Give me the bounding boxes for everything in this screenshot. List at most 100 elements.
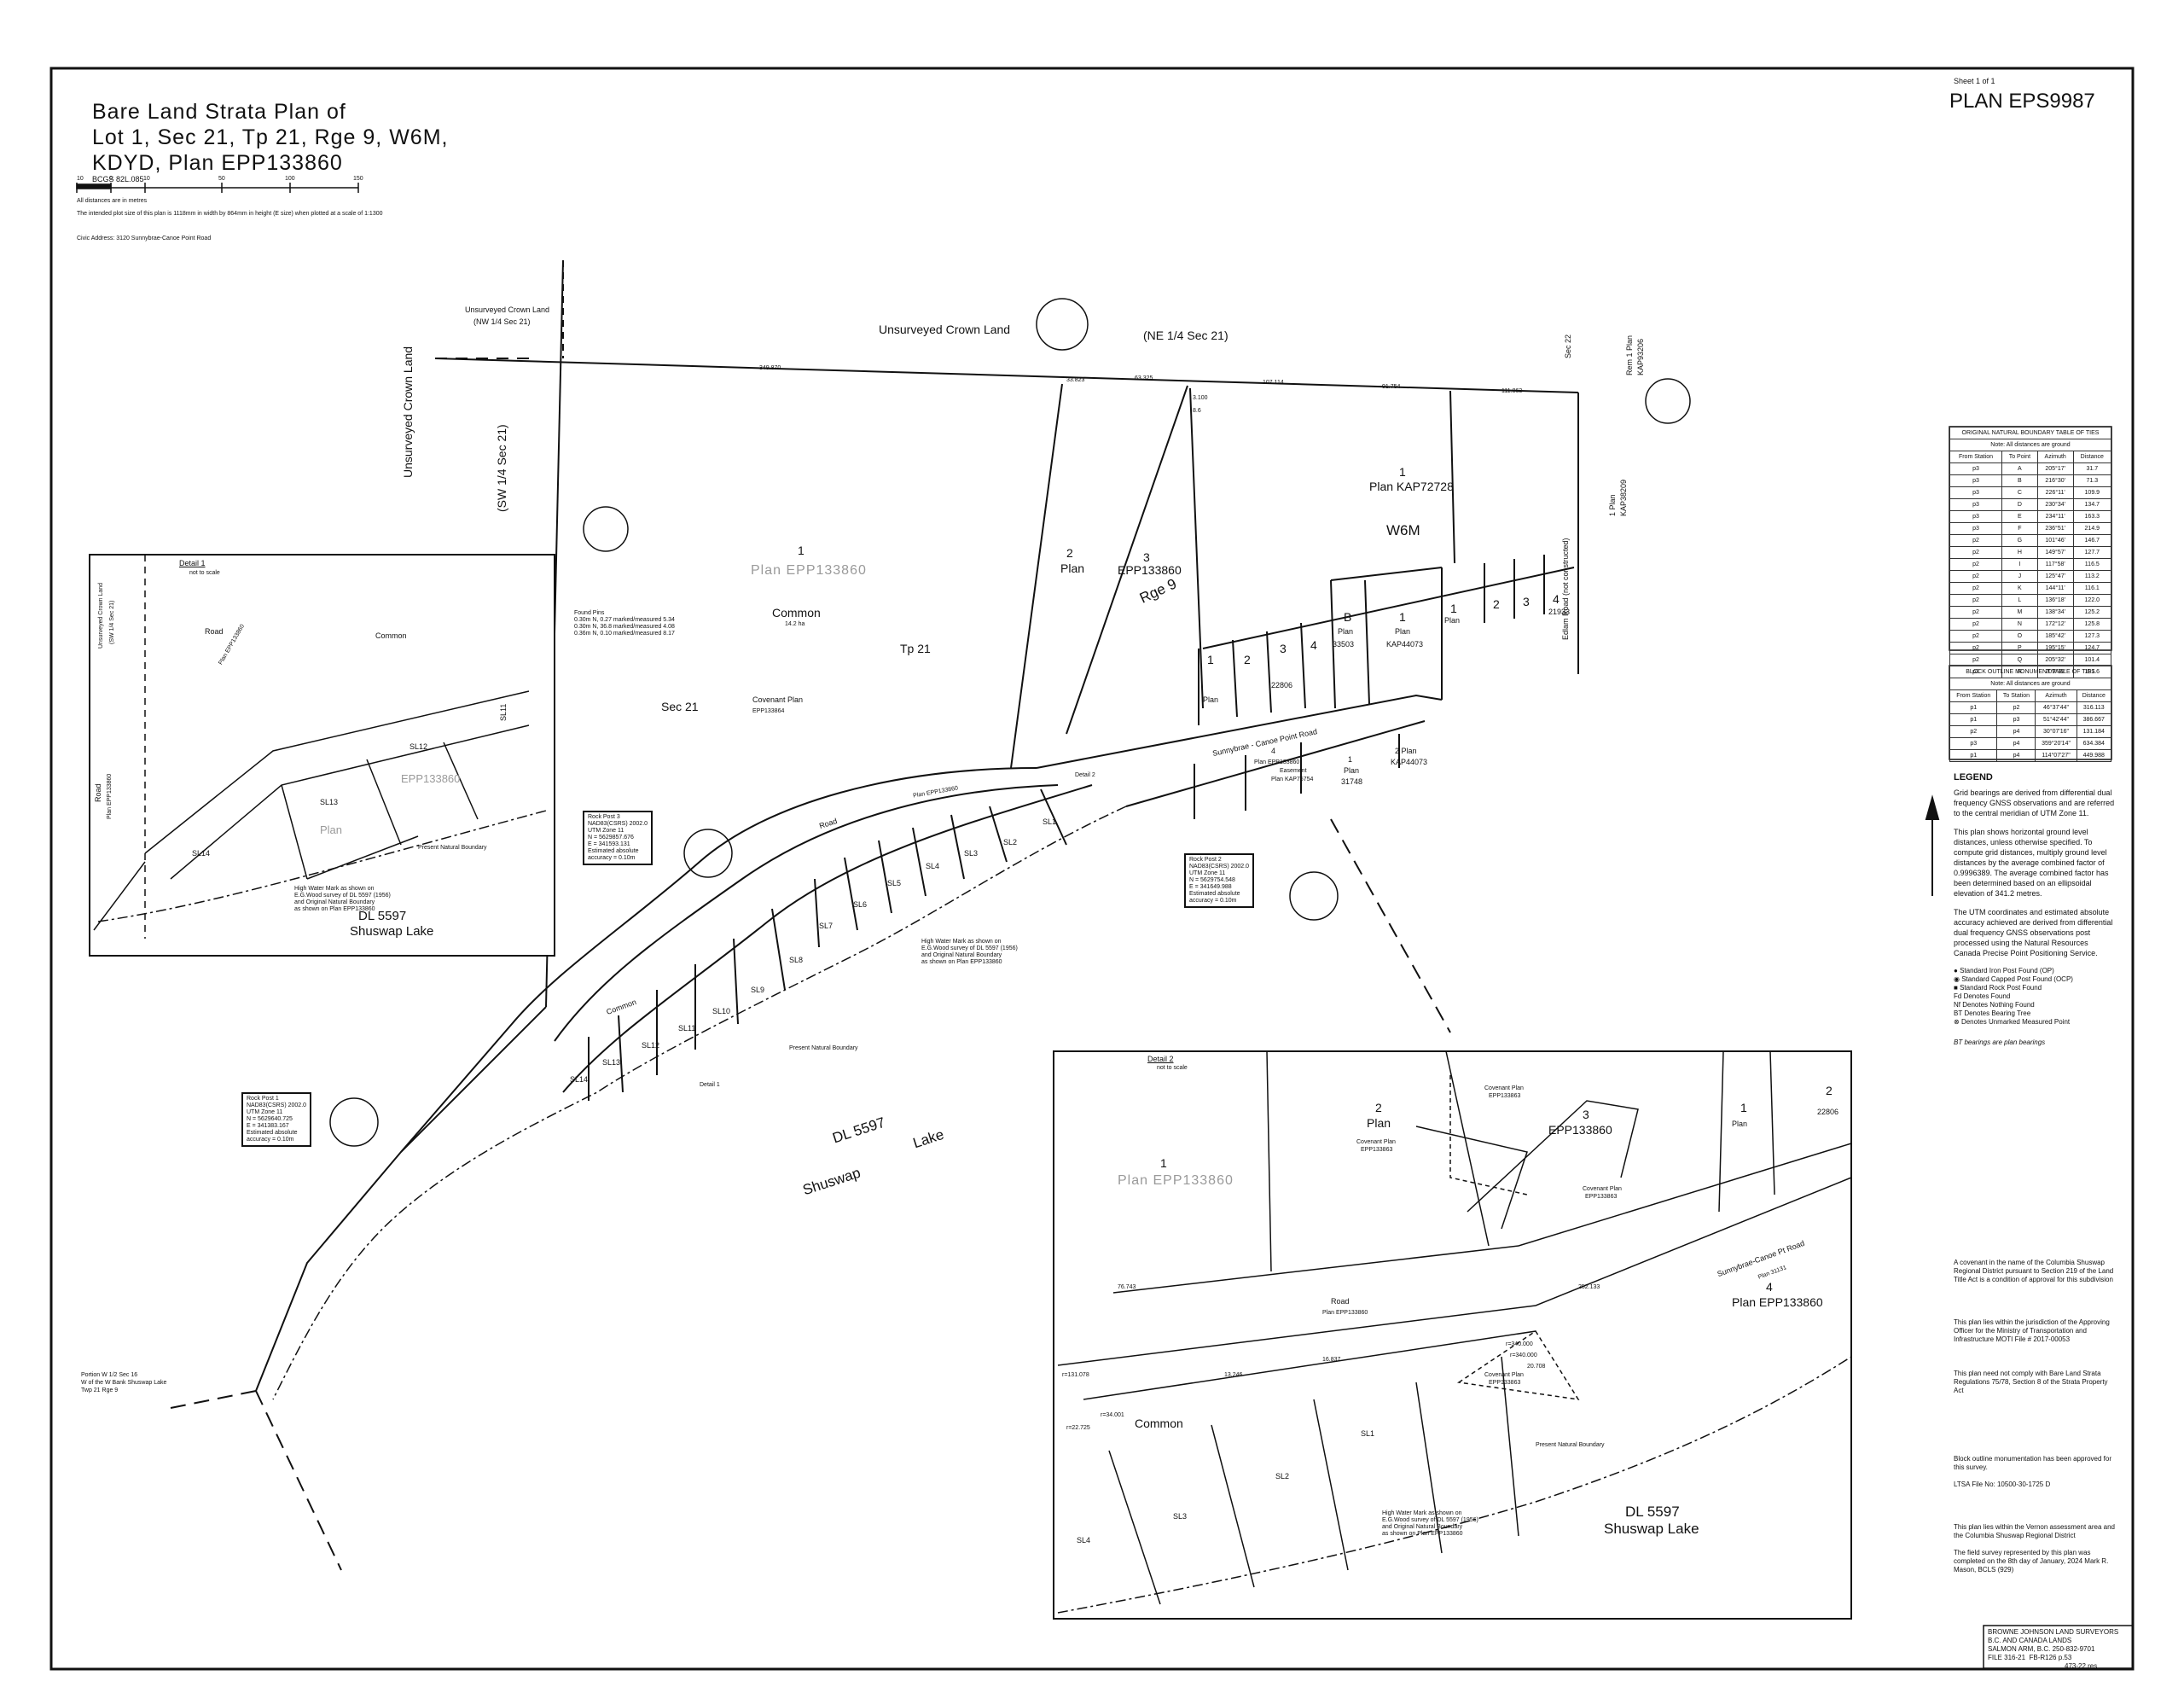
plan31748-no2: 31748 [1341, 777, 1363, 786]
detail2-covenant4: Covenant Plan [1484, 1372, 1524, 1378]
detail2-plan4-plan: Plan EPP133860 [1732, 1295, 1823, 1309]
ties-cell: 125°47' [2036, 570, 2074, 583]
monument-cell: 634.384 [2076, 737, 2112, 750]
detail2-covenant2: Covenant Plan [1484, 1085, 1524, 1091]
monument-header: From Station [1949, 689, 1998, 702]
legend-symbols: ● Standard Iron Post Found (OP) ◉ Standa… [1954, 967, 2116, 1027]
ties-cell: 185°42' [2036, 630, 2074, 643]
ties-cell: 116.1 [2072, 582, 2112, 595]
detail2-reference: Detail 2 [1075, 772, 1095, 778]
strata-lot-label: SL7 [819, 922, 834, 930]
monument-header: Distance [2076, 689, 2112, 702]
rock-post-line: Estimated absolute [588, 848, 639, 854]
strata-lot-label: SL4 [926, 862, 940, 870]
monument-cell: 114°07'27" [2035, 749, 2077, 762]
monument-cell: p2 [1996, 701, 2036, 714]
common-label: Common [772, 606, 821, 620]
iron-post-icon: ● [1954, 967, 1960, 974]
kap38209-no: KAP38209 [1619, 479, 1628, 516]
legend-symbol-text: Denotes Bearing Tree [1964, 1009, 2031, 1017]
detail2-bearing: 13.246 [1224, 1372, 1243, 1378]
detail2-plan-faint: Plan EPP133860 [1118, 1173, 1234, 1188]
strata-lot-label: SL12 [642, 1041, 660, 1050]
ties-cell: 127.3 [2072, 630, 2112, 643]
found-icon: Fd [1954, 992, 1964, 1000]
detail2-covenant2-no: EPP133863 [1489, 1093, 1521, 1099]
monument-cell: p1 [1949, 713, 1998, 726]
ties-cell: 122.0 [2072, 594, 2112, 607]
firm-name: BROWNE JOHNSON LAND SURVEYORS [1988, 1628, 2119, 1636]
ties-cell: p2 [1949, 630, 2002, 643]
detail2-topright-22806: 22806 [1817, 1108, 1839, 1116]
note-paragraph: A covenant in the name of the Columbia S… [1954, 1259, 2114, 1283]
ties-cell: p2 [1949, 558, 2002, 571]
detail2-lake: Shuswap Lake [1604, 1521, 1699, 1537]
detail1-common: Common [375, 631, 407, 640]
plan4-no: 4 [1271, 747, 1276, 755]
detail2-covenant3-no: EPP133863 [1585, 1194, 1618, 1200]
monument-cell: 359°20'14" [2035, 737, 2077, 750]
hwm-line: and Original Natural Boundary [294, 899, 375, 905]
detail2-covenant1: Covenant Plan [1356, 1139, 1396, 1145]
detail1-hwm: High Water Mark as shown on E.G.Wood sur… [294, 886, 391, 913]
monument-cell: p3 [1949, 737, 1998, 750]
ties-cell: 136°18' [2036, 594, 2074, 607]
present-natural-boundary-label: Present Natural Boundary [789, 1045, 858, 1051]
detail2-plan3-no: 3 [1583, 1108, 1589, 1121]
strata-lot-label: SL8 [789, 956, 804, 964]
legend-symbol-text: Denotes Nothing Found [1962, 1001, 2035, 1009]
ties-cell: p3 [1949, 510, 2002, 523]
monument-cell: 316.113 [2076, 701, 2112, 714]
sec21-label: Sec 21 [661, 700, 699, 713]
ties-cell: M [2001, 606, 2038, 619]
rock-post-line: accuracy = 0.10m [588, 855, 636, 861]
scale-tick: 50 [218, 176, 225, 182]
rock-post-line: E = 341593.131 [588, 841, 630, 847]
hwm-line: as shown on Plan EPP133860 [1382, 1531, 1463, 1537]
detail2-covenant1-no: EPP133863 [1361, 1147, 1393, 1153]
scale-tick: 100 [285, 176, 295, 182]
ne-quarter-label: (NE 1/4 Sec 21) [1143, 329, 1228, 342]
west-shore-line [255, 1006, 547, 1392]
lot-number: 3 [1523, 595, 1530, 608]
ties-cell: 146.7 [2072, 534, 2112, 547]
rock-post-1-box: Rock Post 1 NAD83(CSRS) 2002.0 UTM Zone … [241, 1092, 312, 1147]
sw-quarter-label: (SW 1/4 Sec 21) [495, 424, 508, 512]
lot-number: 4 [1553, 592, 1560, 606]
bcgs-label: BCGS 82L.085 [92, 175, 144, 183]
strata-lot-label: SL1 [1043, 817, 1057, 826]
kap72728-line [1449, 390, 1455, 564]
detail2-plan2-no: 2 [1375, 1101, 1382, 1114]
ties-header: From Station [1949, 451, 2002, 463]
ties-cell: 71.3 [2072, 474, 2112, 487]
plan3-plan: EPP133860 [1118, 563, 1182, 577]
distance-label: 111.863 [1502, 388, 1523, 394]
crown-land-nw: Unsurveyed Crown Land [465, 305, 550, 314]
ties-cell: p2 [1949, 582, 2002, 595]
monument-cell: 386.667 [2076, 713, 2112, 726]
detail1-crown-quarter: (SW 1/4 Sec 21) [109, 600, 115, 644]
legend-paragraph: This plan shows horizontal ground level … [1954, 828, 2109, 898]
detail1-title: Detail 1 [179, 559, 206, 567]
lot-number: 2 [1493, 597, 1500, 611]
ties-cell: F [2001, 522, 2038, 535]
strata-lot-label: SL5 [887, 879, 902, 887]
ties-cell: 138°34' [2036, 606, 2074, 619]
plan2-no: 2 [1066, 546, 1073, 560]
detail2-bearing: r=340.000 [1506, 1341, 1533, 1347]
hwm-note-2: E.G.Wood survey of DL 5597 (1956) [921, 945, 1018, 951]
detail2-plan4-no: 4 [1766, 1280, 1773, 1294]
detail2-road: Road [1331, 1297, 1350, 1306]
title-line-1: Bare Land Strata Plan of [92, 100, 346, 124]
monument-cell: 131.184 [2076, 725, 2112, 738]
ties-cell: D [2001, 498, 2038, 511]
rock-post-3-box: Rock Post 3 NAD83(CSRS) 2002.0 UTM Zone … [583, 811, 653, 865]
detail2-lot1: 1 [1160, 1156, 1167, 1170]
legend-symbol-item: ■ Standard Rock Post Found [1954, 984, 2116, 992]
